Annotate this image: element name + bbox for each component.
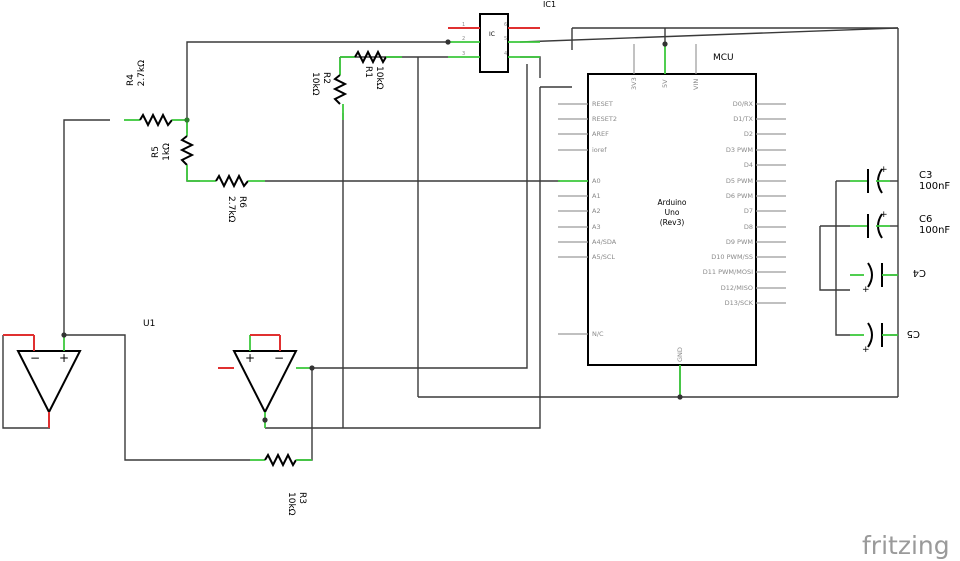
capacitor-c6[interactable]: + C6 100nF [850, 210, 950, 239]
mcu-label-d10: D10 PWM/SS [711, 253, 753, 261]
capacitor-c5[interactable]: + C5 [850, 322, 920, 355]
mcu-name-line2: Uno [665, 208, 680, 217]
mcu-label-a1: A1 [592, 192, 601, 200]
c4-ref: C4 [913, 267, 926, 278]
resistor-r2[interactable]: R2 10kΩ [310, 58, 348, 120]
fritzing-logo: fritzing [862, 531, 950, 560]
mcu-label-3v3: 3V3 [630, 77, 638, 90]
mcu-label-a4: A4/SDA [592, 238, 617, 246]
c3-value: 100nF [919, 181, 950, 192]
mcu-label-d7: D7 [744, 207, 753, 215]
mcu-label-ioref: ioref [592, 146, 607, 154]
resistor-r6[interactable]: R6 2.7kΩ [187, 173, 265, 223]
mcu-label-5v: 5V [661, 79, 669, 88]
mcu-label-reset2: RESET2 [592, 115, 617, 123]
c6-plus: + [880, 210, 888, 220]
ic1-body [479, 13, 509, 73]
r3-value: 10kΩ [286, 492, 296, 516]
r2-value: 10kΩ [310, 72, 320, 96]
resistor-r1[interactable]: R1 10kΩ [340, 49, 402, 90]
r6-ref: R6 [237, 196, 247, 208]
mcu-name-line3: (Rev3) [660, 218, 685, 227]
mcu-label-vin: VIN [692, 79, 700, 90]
c4-plus: + [862, 285, 870, 295]
mcu-body [587, 73, 757, 366]
ic1-body-label: IC [489, 31, 495, 38]
capacitor-c4[interactable]: + C4 [850, 262, 926, 295]
wires [2, 27, 899, 461]
c3-plus: + [880, 165, 888, 175]
mcu-label-reset: RESET [592, 100, 613, 108]
mcu-label-aref: AREF [592, 130, 609, 138]
mcu-label-d6: D6 PWM [726, 192, 753, 200]
r6-value: 2.7kΩ [226, 196, 236, 223]
ic1-pin1-num: 1 [462, 22, 465, 28]
mcu-label-nc: N/C [592, 330, 604, 338]
resistor-r3[interactable]: R3 10kΩ [250, 452, 312, 516]
resistor-r4[interactable]: R4 2.7kΩ [124, 60, 187, 128]
mcu-label-d1: D1/TX [733, 115, 753, 123]
ic1-pin4-num: 4 [504, 51, 507, 57]
mcu-label-a3: A3 [592, 223, 601, 231]
mcu-label-d2: D2 [744, 130, 753, 138]
opamp-right-minus: − [274, 351, 284, 365]
mcu-left-pins [558, 103, 588, 335]
ic1-pin2-num: 2 [462, 36, 465, 42]
opamp-right[interactable]: + − [218, 334, 312, 428]
r4-value: 2.7kΩ [137, 60, 147, 87]
ic1-pin5-num: 5 [504, 36, 507, 42]
mcu-label-d12: D12/MISO [721, 284, 753, 292]
mcu-name-line1: Arduino [657, 198, 686, 207]
ic1-ref: IC1 [543, 0, 556, 9]
capacitor-c3[interactable]: + C3 100nF [850, 165, 950, 194]
ic1[interactable]: IC1 IC 1 2 3 4 5 6 [448, 0, 556, 73]
mcu-label-gnd: GND [676, 347, 684, 362]
resistor-r5[interactable]: R5 1kΩ [151, 120, 195, 181]
junctions [61, 39, 683, 423]
mcu-label-a2: A2 [592, 207, 601, 215]
mcu-label-d8: D8 [744, 223, 753, 231]
mcu-label-d13: D13/SCK [725, 299, 754, 307]
mcu-label-a5: A5/SCL [592, 253, 615, 261]
mcu-label-d5: D5 PWM [726, 177, 753, 185]
c3-ref: C3 [919, 170, 932, 181]
mcu-label-d9: D9 PWM [726, 238, 753, 246]
opamp-left[interactable]: − + [3, 334, 82, 428]
r1-value: 10kΩ [374, 66, 384, 90]
r5-ref: R5 [151, 146, 161, 158]
c5-plus: + [862, 345, 870, 355]
mcu-ref: MCU [713, 53, 734, 63]
c6-value: 100nF [919, 225, 950, 236]
mcu-label-a0: A0 [592, 177, 601, 185]
r5-value: 1kΩ [162, 143, 172, 161]
mcu-right-pins [756, 103, 786, 304]
ic1-pin3-num: 3 [462, 51, 465, 57]
opamp-left-plus: + [59, 351, 69, 365]
mcu-label-d4: D4 [744, 161, 753, 169]
r3-ref: R3 [297, 492, 307, 504]
c5-ref: C5 [907, 328, 920, 339]
opamp-left-minus: − [30, 351, 40, 365]
u1-ref: U1 [143, 319, 155, 329]
r1-ref: R1 [363, 66, 373, 78]
mcu-label-d3: D3 PWM [726, 146, 753, 154]
ic1-pin6-num: 6 [504, 22, 507, 28]
r2-ref: R2 [321, 72, 331, 84]
c6-ref: C6 [919, 214, 932, 225]
r4-ref: R4 [126, 74, 136, 86]
mcu-label-d0: D0/RX [733, 100, 754, 108]
mcu[interactable]: MCU Arduino Uno (Rev3) 3V3 5V VIN GND [558, 44, 786, 395]
opamp-right-plus: + [245, 351, 255, 365]
mcu-label-d11: D11 PWM/MOSI [703, 268, 753, 276]
